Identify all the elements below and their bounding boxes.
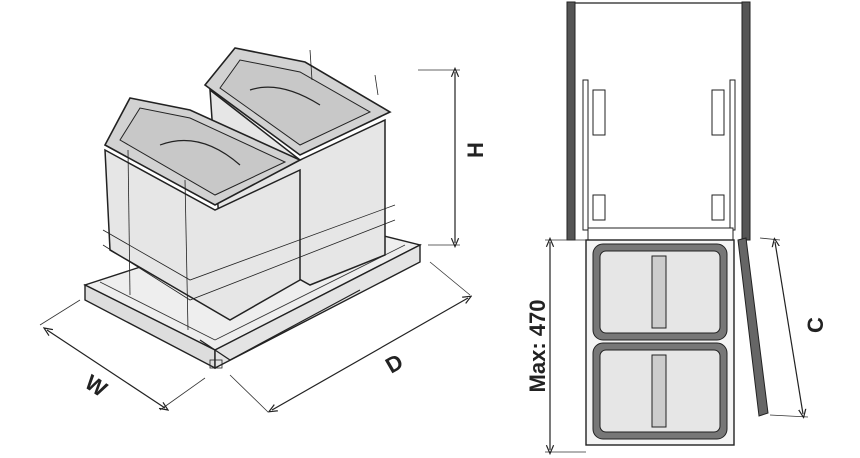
max-label: Max: 470 (525, 300, 550, 393)
width-label: W (81, 370, 112, 402)
dimension-c: C (759, 238, 828, 417)
top-view (566, 1, 769, 446)
clearance-label: C (803, 317, 828, 333)
dimension-h: H (418, 70, 488, 245)
isometric-bin-view (83, 47, 422, 370)
height-label: H (463, 142, 488, 158)
depth-label: D (381, 349, 407, 379)
dimension-max: Max: 470 (525, 240, 586, 452)
